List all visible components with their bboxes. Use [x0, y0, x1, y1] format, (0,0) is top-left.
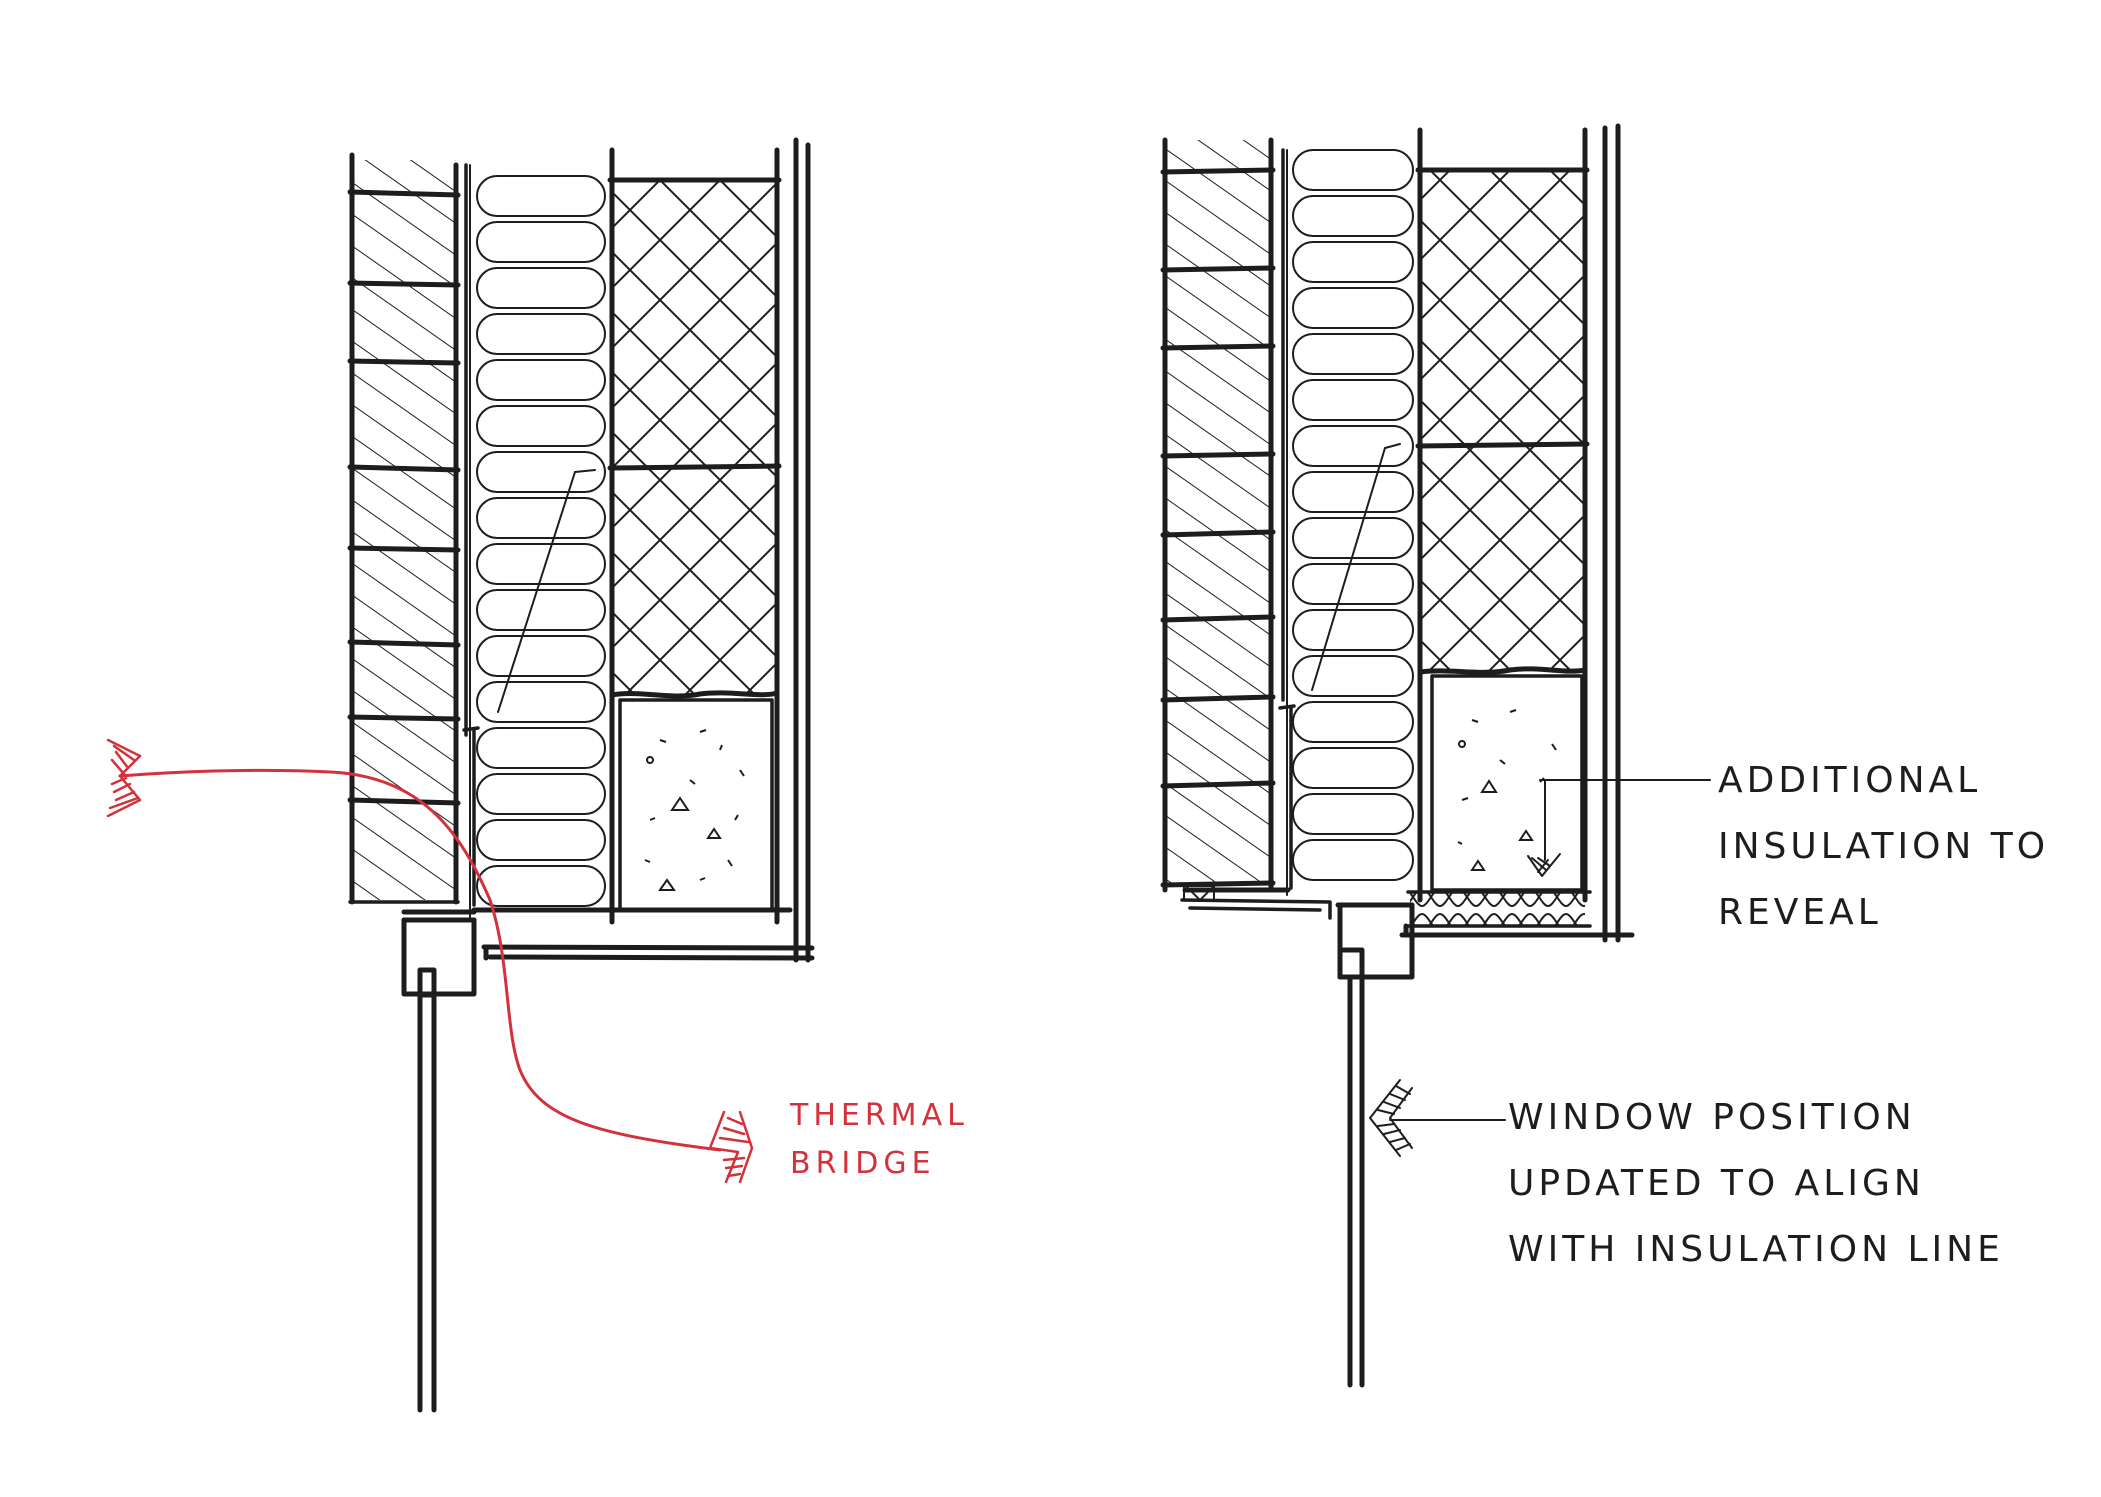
left-blockwork — [607, 147, 782, 925]
left-window-frame — [401, 917, 477, 1413]
window-position-arrow — [1369, 1079, 1506, 1157]
reveal-annotation-line2: INSULATION TO — [1718, 826, 2050, 867]
reveal-annotation-line1: ADDITIONAL — [1718, 760, 1982, 801]
left-insulation — [469, 159, 613, 921]
thermal-bridge-label: THERMAL BRIDGE — [790, 1092, 969, 1188]
right-head-detail — [1180, 885, 1332, 920]
right-blockwork — [1415, 127, 1590, 903]
reveal-insulation-annotation: ADDITIONAL INSULATION TO REVEAL — [1718, 748, 2049, 946]
window-annotation-line1: WINDOW POSITION — [1508, 1097, 1916, 1138]
thermal-bridge-label-line1: THERMAL — [790, 1098, 969, 1133]
right-concrete-lintel — [1430, 674, 1584, 892]
left-wall-section — [106, 137, 815, 1413]
thermal-bridge-label-line2: BRIDGE — [790, 1146, 936, 1181]
window-annotation-line2: UPDATED TO ALIGN — [1508, 1163, 1925, 1204]
leader-reveal — [1527, 779, 1711, 877]
right-wall-section — [1160, 123, 1711, 1388]
window-position-annotation: WINDOW POSITION UPDATED TO ALIGN WITH IN… — [1508, 1085, 2004, 1283]
right-window-frame — [1335, 902, 1415, 1388]
reveal-annotation-line3: REVEAL — [1718, 892, 1882, 933]
right-brick-leaf — [1160, 137, 1276, 893]
reveal-insulation — [1399, 890, 1635, 938]
thermal-bridge-arrow — [106, 738, 754, 1184]
left-concrete-lintel — [618, 698, 774, 912]
window-annotation-line3: WITH INSULATION LINE — [1508, 1229, 2004, 1270]
right-insulation — [1286, 139, 1421, 896]
